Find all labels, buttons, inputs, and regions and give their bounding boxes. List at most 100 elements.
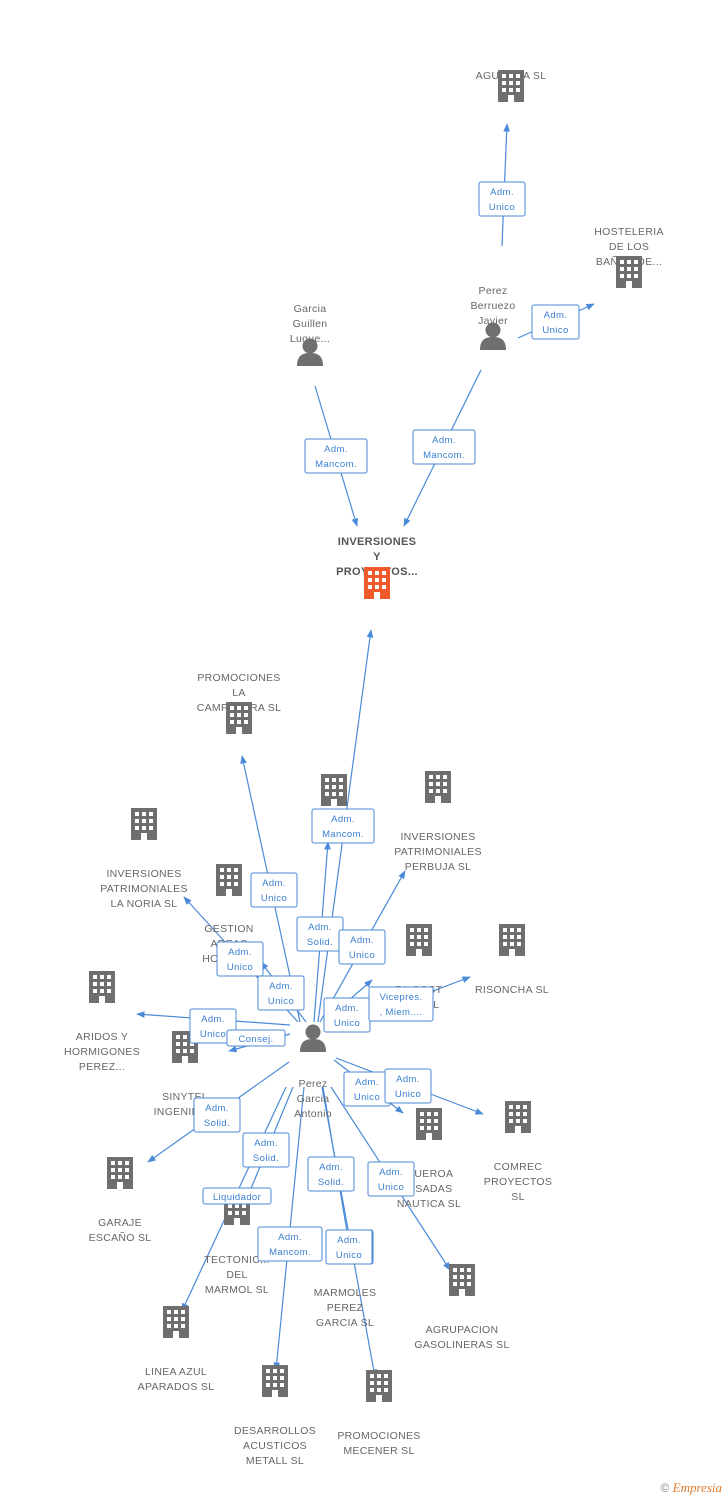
building-icon bbox=[616, 256, 642, 288]
node-label: Garcia bbox=[294, 303, 327, 315]
role-badge[interactable]: Adm.Unico bbox=[338, 929, 386, 965]
node-label: HOSTELERIA bbox=[594, 226, 664, 238]
role-label: Mancom. bbox=[423, 450, 465, 461]
node-risoncha[interactable]: RISONCHA SL bbox=[475, 924, 549, 996]
node-label: INVERSIONES bbox=[106, 868, 181, 880]
building-icon bbox=[425, 771, 451, 803]
role-badge[interactable]: Adm.Mancom. bbox=[304, 438, 368, 474]
node-label: TECTONIC... bbox=[204, 1254, 270, 1266]
role-badge[interactable]: Adm.Mancom. bbox=[257, 1226, 323, 1262]
node-promociones-campanera[interactable]: PROMOCIONESLACAMPANERA SL bbox=[197, 672, 282, 734]
node-label: GESTION bbox=[204, 923, 253, 935]
role-badge[interactable]: Adm.Unico bbox=[478, 181, 526, 217]
node-label: Guillen bbox=[293, 318, 328, 330]
role-badge[interactable]: Adm.Unico bbox=[189, 1008, 237, 1044]
role-label: Adm. bbox=[254, 1138, 278, 1149]
role-label: Adm. bbox=[269, 981, 293, 992]
role-label: Adm. bbox=[308, 922, 332, 933]
node-label: MARMOL SL bbox=[205, 1284, 269, 1296]
role-badge[interactable]: Adm.Unico bbox=[325, 1229, 373, 1265]
role-label: Unico bbox=[378, 1182, 404, 1193]
role-badge-frame bbox=[193, 1097, 241, 1133]
role-badge[interactable]: Adm.Solid. bbox=[242, 1132, 290, 1168]
role-label: Unico bbox=[349, 950, 375, 961]
role-badge[interactable]: Adm.Unico bbox=[216, 941, 264, 977]
role-badge[interactable]: Adm.Unico bbox=[323, 997, 371, 1033]
role-label: Unico bbox=[489, 202, 515, 213]
node-label: NAUTICA SL bbox=[397, 1198, 461, 1210]
node-label: DE LOS bbox=[609, 241, 649, 253]
node-label: AGRUPACION bbox=[426, 1324, 499, 1336]
role-label: Adm. bbox=[324, 444, 348, 455]
role-label: , Miem.... bbox=[379, 1007, 422, 1018]
node-label: PATRIMONIALES bbox=[100, 883, 188, 895]
role-label: Adm. bbox=[432, 435, 456, 446]
role-badge[interactable]: Adm.Unico bbox=[250, 872, 298, 908]
role-badge[interactable]: Adm.Solid. bbox=[296, 916, 344, 952]
role-badge-frame bbox=[202, 1187, 272, 1205]
building-icon bbox=[131, 808, 157, 840]
node-label: INVERSIONES bbox=[400, 831, 475, 843]
role-badge-frame bbox=[384, 1068, 432, 1104]
node-label: Perez bbox=[299, 1078, 328, 1090]
role-badge[interactable]: Adm.Mancom. bbox=[311, 808, 375, 844]
role-badge-frame bbox=[412, 429, 476, 465]
role-badge[interactable]: Adm.Unico bbox=[384, 1068, 432, 1104]
role-badge[interactable]: Adm. Unico bbox=[367, 1161, 415, 1197]
node-inversiones-proyectos[interactable]: INVERSIONESYPROYECTOS... bbox=[336, 536, 418, 599]
role-label: Unico bbox=[227, 962, 253, 973]
role-badge-frame bbox=[307, 1156, 355, 1192]
brand-name: Empresia bbox=[672, 1480, 722, 1495]
node-label: PATRIMONIALES bbox=[394, 846, 482, 858]
role-badge-frame bbox=[367, 1161, 415, 1197]
node-label: PROMOCIONES bbox=[337, 1430, 420, 1442]
role-label: Adm. bbox=[331, 814, 355, 825]
node-aridos[interactable]: ARIDOS YHORMIGONESPEREZ... bbox=[64, 971, 140, 1073]
footer-brand[interactable]: © Empresia bbox=[660, 1480, 722, 1496]
role-badge[interactable]: Adm.Solid. bbox=[307, 1156, 355, 1192]
role-badge[interactable]: Consej. bbox=[226, 1029, 286, 1047]
node-label: ESCAÑO SL bbox=[89, 1231, 152, 1244]
role-badge-frame bbox=[189, 1008, 237, 1044]
node-label: PROMOCIONES bbox=[197, 672, 280, 684]
role-badge[interactable]: Vicepres., Miem.... bbox=[368, 986, 434, 1022]
role-label: Adm. bbox=[379, 1167, 403, 1178]
role-label: Unico bbox=[268, 996, 294, 1007]
node-garcia-guillen[interactable]: GarciaGuillenLuque... bbox=[290, 303, 330, 366]
role-badge-frame bbox=[304, 438, 368, 474]
role-badge[interactable]: Adm. Mancom. bbox=[412, 429, 476, 465]
building-icon bbox=[216, 864, 242, 896]
role-badge[interactable]: Adm.Unico bbox=[343, 1071, 391, 1107]
building-icon bbox=[416, 1108, 442, 1140]
role-badge[interactable]: Adm.Solid. bbox=[193, 1097, 241, 1133]
role-badge[interactable]: Adm.Unico bbox=[531, 304, 580, 340]
role-badge-frame bbox=[257, 1226, 323, 1262]
node-label: GARCIA SL bbox=[316, 1317, 374, 1329]
role-label: Adm. bbox=[319, 1162, 343, 1173]
node-label: Y bbox=[373, 551, 381, 563]
role-label: Adm. bbox=[201, 1014, 225, 1025]
role-badge-frame bbox=[338, 929, 386, 965]
node-aguaema[interactable]: AGUAEMA SL bbox=[476, 70, 547, 102]
role-badge-frame bbox=[325, 1229, 373, 1265]
role-label: Adm. bbox=[396, 1074, 420, 1085]
role-label: Unico bbox=[261, 893, 287, 904]
role-badge-frame bbox=[216, 941, 264, 977]
role-badge[interactable]: Adm. Unico bbox=[257, 975, 305, 1011]
role-badge[interactable]: Liquidador bbox=[202, 1187, 272, 1205]
